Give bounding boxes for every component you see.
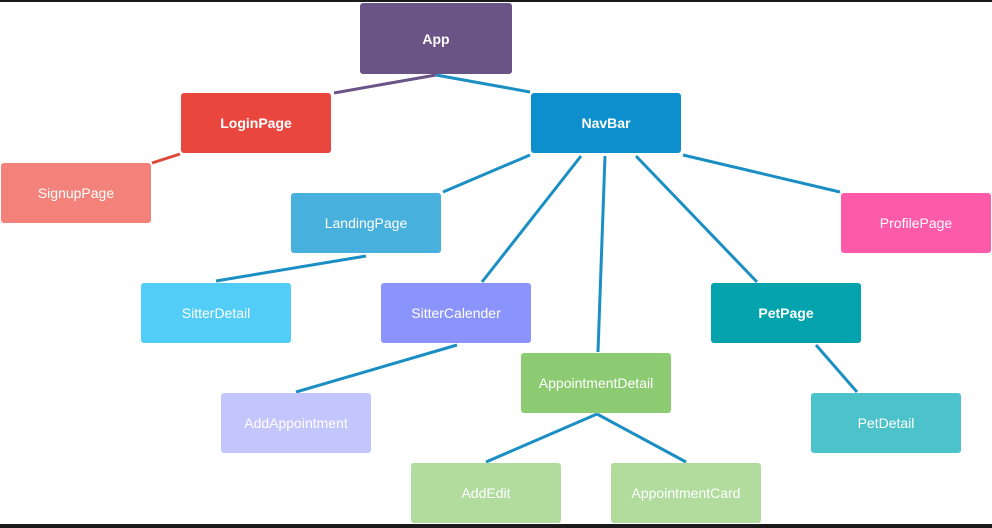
- node-navbar-label: NavBar: [581, 115, 631, 131]
- edge-landingpage-sitterdetail: [215, 254, 367, 283]
- node-petpage: PetPage: [711, 283, 861, 343]
- node-navbar: NavBar: [531, 93, 681, 153]
- node-app: App: [360, 3, 512, 74]
- node-petpage-label: PetPage: [758, 305, 814, 321]
- node-sitterdetail: SitterDetail: [141, 283, 291, 343]
- edge-navbar-landingpage: [442, 153, 531, 194]
- node-appointmentdetail: AppointmentDetail: [521, 353, 671, 413]
- edge-app-navbar: [435, 73, 531, 94]
- node-appointmentcard: AppointmentCard: [611, 463, 761, 523]
- edge-navbar-petpage: [634, 154, 759, 284]
- edge-appointmentdetail-addedit: [485, 412, 598, 464]
- node-appointmentcard-label: AppointmentCard: [631, 485, 741, 501]
- node-sitterdetail-label: SitterDetail: [181, 305, 251, 321]
- node-loginpage: LoginPage: [181, 93, 331, 153]
- node-profilepage: ProfilePage: [841, 193, 991, 253]
- node-landingpage: LandingPage: [291, 193, 441, 253]
- node-signuppage: SignupPage: [1, 163, 151, 223]
- node-addappointment-label: AddAppointment: [244, 415, 348, 431]
- edge-navbar-appointmentdetail: [596, 155, 607, 353]
- window-top-border: [0, 0, 992, 2]
- node-appointmentdetail-label: AppointmentDetail: [538, 375, 654, 391]
- node-addedit-label: AddEdit: [461, 485, 511, 501]
- node-loginpage-label: LoginPage: [220, 115, 292, 131]
- edge-loginpage-signuppage: [151, 152, 181, 165]
- window-bottom-border: [0, 524, 992, 528]
- edge-sittercalender-addappointment: [295, 343, 458, 394]
- node-addappointment: AddAppointment: [221, 393, 371, 453]
- edge-appointmentdetail-appointmentcard: [596, 412, 687, 464]
- edge-navbar-sittercalender: [480, 155, 583, 283]
- node-landingpage-label: LandingPage: [324, 215, 408, 231]
- node-sittercalender: SitterCalender: [381, 283, 531, 343]
- node-signuppage-label: SignupPage: [37, 185, 115, 201]
- edge-petpage-petdetail: [814, 344, 859, 393]
- node-petdetail-label: PetDetail: [857, 415, 915, 431]
- node-profilepage-label: ProfilePage: [879, 215, 953, 231]
- node-addedit: AddEdit: [411, 463, 561, 523]
- edge-app-loginpage: [333, 73, 437, 95]
- node-app-label: App: [422, 30, 450, 47]
- edge-navbar-profilepage: [682, 153, 841, 194]
- node-petdetail: PetDetail: [811, 393, 961, 453]
- node-sittercalender-label: SitterCalender: [411, 305, 501, 321]
